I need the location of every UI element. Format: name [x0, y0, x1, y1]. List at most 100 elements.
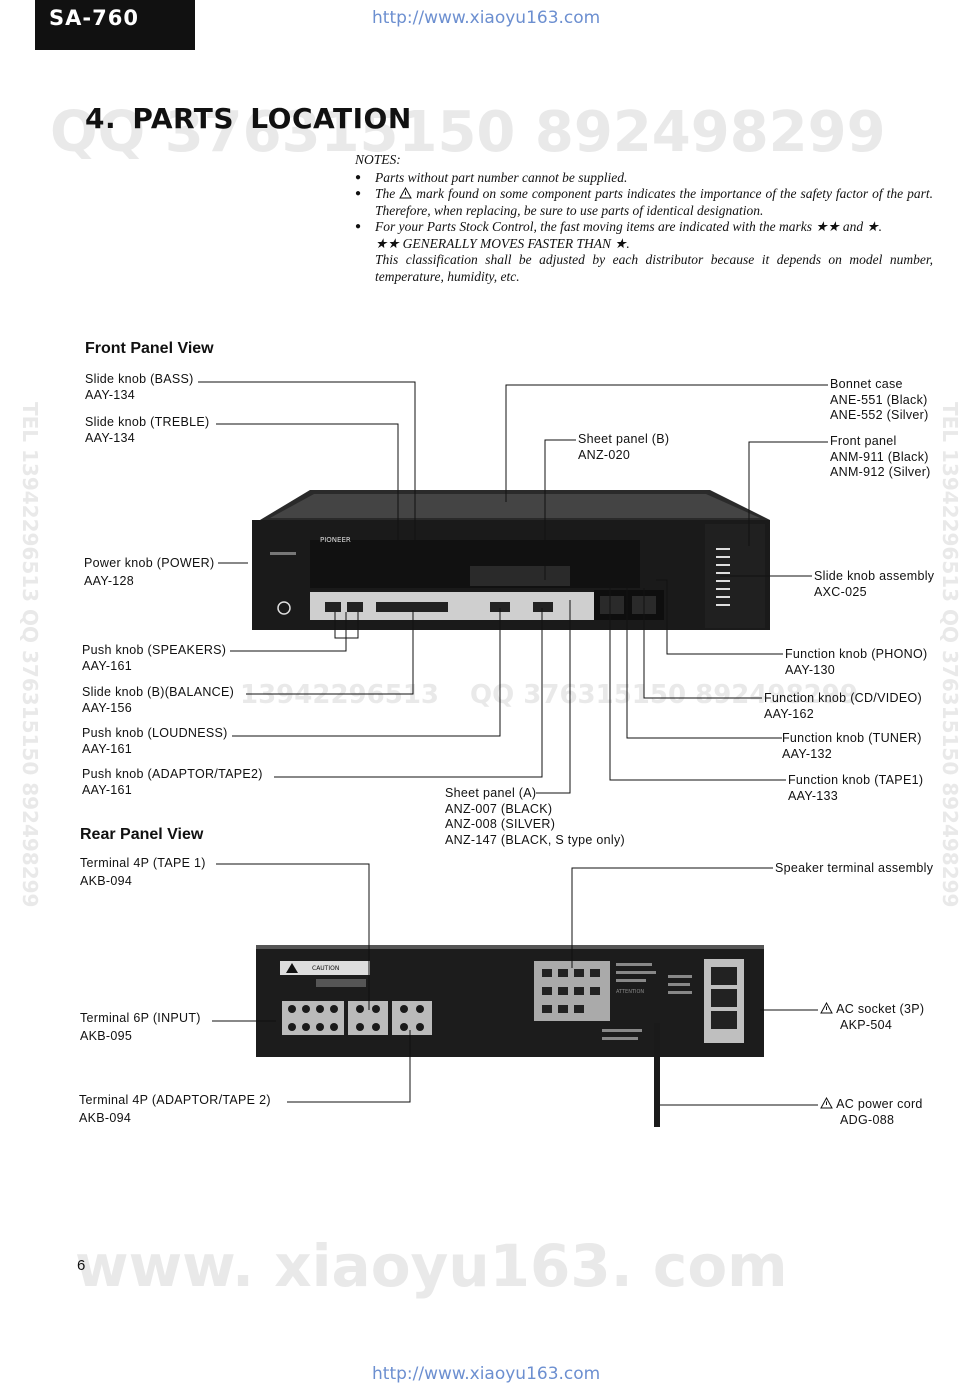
- label-sheet-panel-b: Sheet panel (B)ANZ-020: [578, 432, 669, 463]
- warning-triangle-icon: [820, 1002, 833, 1014]
- label-terminal-6p-input: Terminal 6P (INPUT) AKB-095: [80, 1011, 201, 1044]
- label-name: Push knob (LOUDNESS): [82, 726, 228, 740]
- label-name: Push knob (SPEAKERS): [82, 643, 227, 657]
- label-name: Function knob (TUNER): [782, 731, 922, 745]
- label-part-number: ANE-551 (Black): [830, 392, 928, 407]
- label-name: Speaker terminal assembly: [775, 861, 934, 875]
- label-part-number: ANM-911 (Black): [830, 449, 929, 464]
- note-line-5: This classification shall be adjusted by…: [375, 252, 933, 284]
- label-part-number: ANZ-147 (BLACK, S type only): [445, 832, 625, 847]
- note-line-4: ★★ GENERALLY MOVES FASTER THAN ★.: [375, 235, 630, 251]
- front-panel-illustration: PIONEER: [252, 490, 770, 630]
- note-item-2-post: mark found on some component parts indic…: [375, 186, 933, 218]
- label-power-knob: Power knob (POWER) AAY-128: [84, 556, 214, 589]
- label-name: Sheet panel (B): [578, 432, 670, 446]
- label-part-number: AKB-095: [80, 1028, 133, 1043]
- front-panel-title: Front Panel View: [85, 340, 214, 357]
- warning-triangle-icon: [399, 187, 413, 199]
- label-name: AC socket (3P): [836, 1002, 925, 1016]
- label-part-number: ANM-912 (Silver): [830, 465, 931, 479]
- label-name: AC power cord: [836, 1097, 923, 1111]
- label-name: Function knob (PHONO): [785, 647, 928, 661]
- note-item-1: Parts without part number cannot be supp…: [355, 170, 933, 187]
- label-part-number: AKB-094: [80, 873, 133, 888]
- label-push-knob-speakers: Push knob (SPEAKERS)AAY-161: [82, 643, 226, 674]
- label-name: Terminal 6P (INPUT): [80, 1011, 201, 1025]
- label-part-number: AAY-128: [84, 573, 135, 588]
- label-name: Slide knob (B)(BALANCE): [82, 685, 235, 699]
- rear-panel-illustration: CAUTION ATTENTION: [256, 945, 764, 1127]
- label-push-knob-adaptor: Push knob (ADAPTOR/TAPE2)AAY-161: [82, 767, 263, 798]
- url-top[interactable]: http://www.xiaoyu163.com: [372, 8, 601, 28]
- label-part-number: ANZ-007 (BLACK): [445, 801, 553, 816]
- label-terminal-4p-adaptor: Terminal 4P (ADAPTOR/TAPE 2) AKB-094: [79, 1093, 271, 1126]
- model-badge: SA-760: [35, 0, 195, 50]
- label-function-knob-tuner: Function knob (TUNER)AAY-132: [782, 731, 922, 762]
- label-name: Slide knob assembly: [814, 569, 935, 583]
- page-number: 6: [77, 1257, 86, 1274]
- label-part-number: AAY-130: [785, 662, 836, 677]
- label-name: Function knob (TAPE1): [788, 773, 924, 787]
- note-item-2: The mark found on some component parts i…: [355, 186, 933, 219]
- watermark-site: www. xiaoyu163. com: [75, 1232, 788, 1300]
- label-part-number: ANE-552 (Silver): [830, 408, 929, 422]
- label-ac-socket: AC socket (3P)AKP-504: [820, 1002, 924, 1033]
- label-speaker-terminal: Speaker terminal assembly: [775, 861, 933, 877]
- label-part-number: AAY-134: [85, 387, 136, 402]
- label-push-knob-loudness: Push knob (LOUDNESS)AAY-161: [82, 726, 228, 757]
- label-name: Terminal 4P (ADAPTOR/TAPE 2): [79, 1093, 271, 1107]
- label-function-knob-phono: Function knob (PHONO)AAY-130: [785, 647, 927, 678]
- note-item-2-pre: The: [375, 186, 396, 201]
- label-name: Terminal 4P (TAPE 1): [80, 856, 206, 870]
- label-slide-knob-treble: Slide knob (TREBLE)AAY-134: [85, 415, 210, 446]
- label-part-number: AAY-132: [782, 746, 833, 761]
- label-part-number: AAY-161: [82, 658, 133, 673]
- watermark-qq: QQ 376315150 892498299: [50, 100, 886, 165]
- label-part-number: ADG-088: [840, 1112, 895, 1127]
- label-part-number: AAY-162: [764, 706, 815, 721]
- warning-triangle-icon: [820, 1097, 833, 1109]
- label-part-number: AKB-094: [79, 1110, 132, 1125]
- label-part-number: AAY-134: [85, 430, 136, 445]
- label-function-knob-cdvideo: Function knob (CD/VIDEO)AAY-162: [764, 691, 922, 722]
- section-title: 4. PARTS LOCATION: [85, 102, 412, 135]
- label-part-number: AXC-025: [814, 584, 867, 599]
- label-terminal-4p-tape1: Terminal 4P (TAPE 1) AKB-094: [80, 856, 206, 889]
- label-part-number: AAY-133: [788, 788, 839, 803]
- label-name: Bonnet case: [830, 377, 903, 391]
- label-name: Front panel: [830, 434, 897, 448]
- label-slide-knob-balance: Slide knob (B)(BALANCE)AAY-156: [82, 685, 234, 716]
- label-name: Slide knob (BASS): [85, 372, 194, 386]
- label-name-row: AC power cord: [820, 1097, 923, 1113]
- rear-caution-text: CAUTION: [312, 965, 339, 972]
- url-bottom[interactable]: http://www.xiaoyu163.com: [372, 1364, 601, 1384]
- label-part-number: AKP-504: [840, 1017, 893, 1032]
- label-part-number: AAY-161: [82, 741, 133, 756]
- label-part-number: ANZ-020: [578, 447, 631, 462]
- notes-block: NOTES: Parts without part number cannot …: [355, 152, 933, 285]
- label-sheet-panel-a: Sheet panel (A)ANZ-007 (BLACK)ANZ-008 (S…: [445, 786, 625, 848]
- brand-logo: PIONEER: [320, 536, 351, 544]
- label-name: Slide knob (TREBLE): [85, 415, 210, 429]
- label-name-row: AC socket (3P): [820, 1002, 924, 1018]
- rear-panel-title: Rear Panel View: [80, 826, 204, 843]
- label-name: Sheet panel (A): [445, 786, 537, 800]
- label-part-number: ANZ-008 (SILVER): [445, 817, 556, 831]
- label-name: Push knob (ADAPTOR/TAPE2): [82, 767, 263, 781]
- rear-attention-text: ATTENTION: [616, 989, 644, 995]
- notes-heading: NOTES:: [355, 152, 401, 167]
- label-slide-knob-bass: Slide knob (BASS)AAY-134: [85, 372, 194, 403]
- label-function-knob-tape1: Function knob (TAPE1)AAY-133: [788, 773, 923, 804]
- label-name: Power knob (POWER): [84, 556, 215, 570]
- watermark-mid-b: QQ 376315150 892498299: [470, 680, 858, 710]
- label-part-number: AAY-161: [82, 782, 133, 797]
- note-item-3: For your Parts Stock Control, the fast m…: [355, 219, 933, 236]
- watermark-mid-a: 13942296513: [240, 680, 439, 710]
- label-part-number: AAY-156: [82, 700, 133, 715]
- label-name: Function knob (CD/VIDEO): [764, 691, 922, 705]
